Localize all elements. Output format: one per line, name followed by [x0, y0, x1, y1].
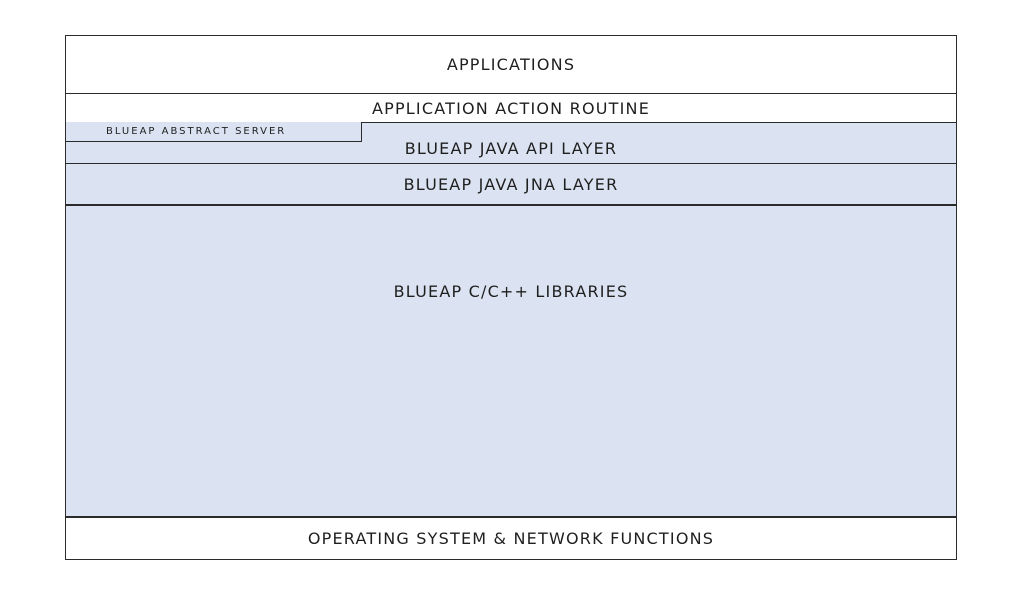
application-action-routine-layer: APPLICATION ACTION ROUTINE — [66, 93, 956, 122]
applications-layer: APPLICATIONS — [66, 36, 956, 93]
applications-label: APPLICATIONS — [446, 55, 576, 74]
java-jna-layer: BLUEAP JAVA JNA LAYER — [66, 163, 956, 204]
os-network-label: OPERATING SYSTEM & NETWORK FUNCTIONS — [307, 529, 715, 548]
abstract-server-box: BLUEAP ABSTRACT SERVER — [66, 122, 362, 142]
architecture-diagram: APPLICATIONS APPLICATION ACTION ROUTINE … — [65, 35, 957, 560]
c-libraries-layer: BLUEAP C/C++ LIBRARIES — [66, 204, 956, 516]
c-libraries-label: BLUEAP C/C++ LIBRARIES — [393, 282, 629, 301]
java-jna-label: BLUEAP JAVA JNA LAYER — [403, 174, 619, 194]
java-api-label: BLUEAP JAVA API LAYER — [404, 138, 618, 158]
os-network-layer: OPERATING SYSTEM & NETWORK FUNCTIONS — [66, 516, 956, 559]
abstract-server-label: BLUEAP ABSTRACT SERVER — [106, 126, 287, 137]
application-action-routine-label: APPLICATION ACTION ROUTINE — [371, 98, 651, 118]
